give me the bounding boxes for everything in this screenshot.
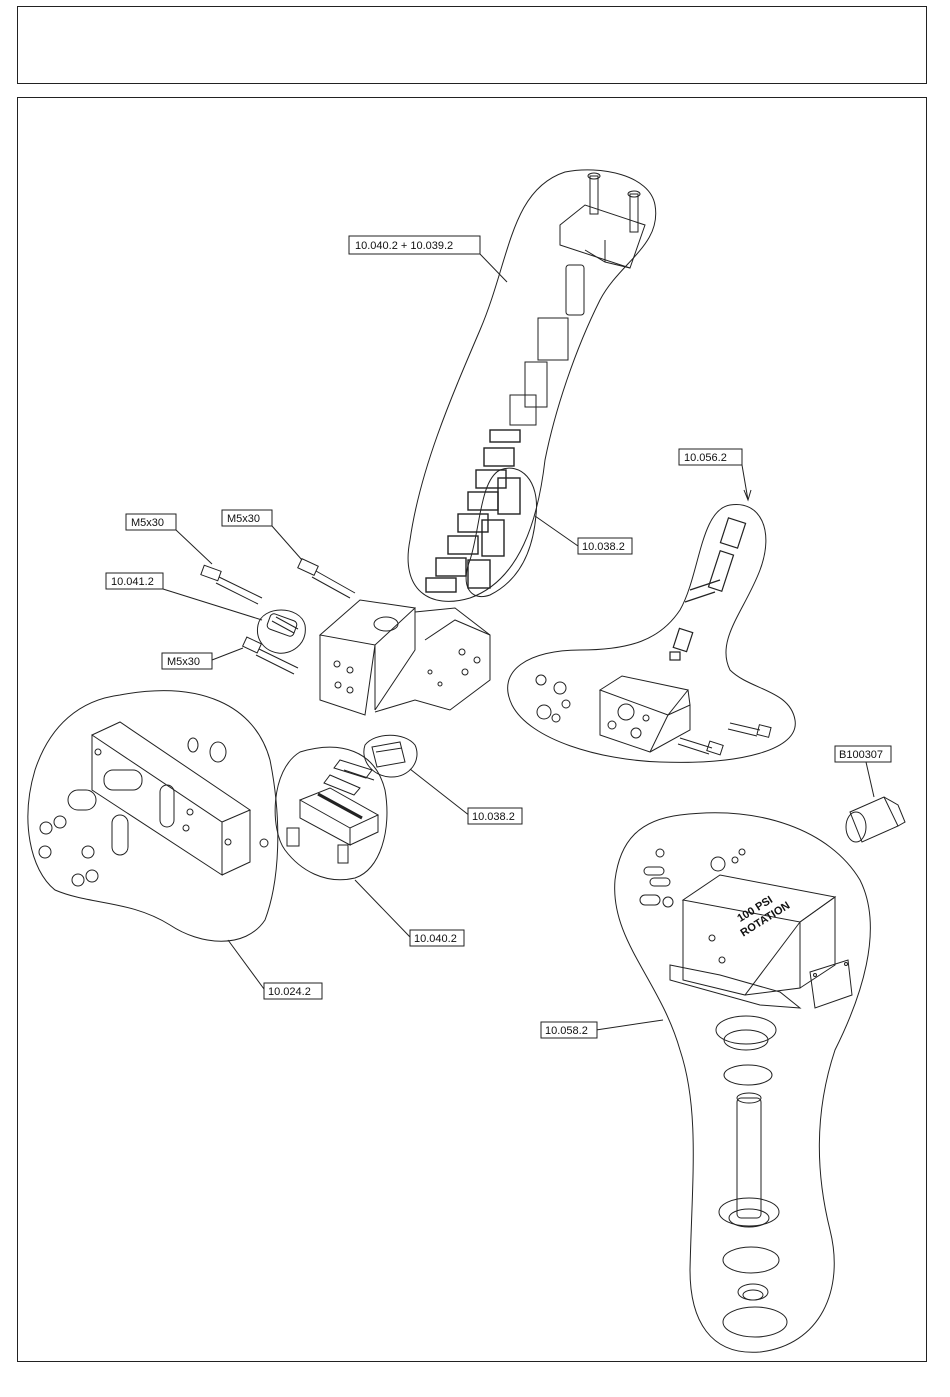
right-seal-rings: [536, 675, 570, 722]
fitting-b100307: [846, 797, 905, 842]
fitting-10-041: [266, 613, 298, 638]
callout-10-041-2: 10.041.2: [106, 573, 163, 589]
callout-text-c5: M5x30: [227, 513, 260, 525]
callout-10-040-2: 10.040.2: [410, 930, 464, 946]
callout-10-056-2: 10.056.2: [679, 449, 742, 465]
bottom-right-seals: [640, 849, 745, 907]
group-outline-left: [28, 691, 278, 942]
callout-text-c11: 10.024.2: [268, 986, 311, 998]
callout-text-c4: M5x30: [131, 517, 164, 529]
bolt-m5x30-c: [243, 637, 298, 674]
callout-text-c2: 10.056.2: [684, 452, 727, 464]
callout-text-c8: B100307: [839, 749, 883, 761]
left-screws: [39, 816, 98, 886]
right-spool-parts: [670, 518, 746, 660]
callout-m5x30-b: M5x30: [222, 510, 272, 526]
group-outline-right: [508, 504, 796, 762]
callout-text-c9: 10.038.2: [472, 811, 515, 823]
group-outline-top: [408, 170, 656, 602]
top-seal-stack: [426, 430, 520, 592]
callout-text-c10: 10.040.2: [414, 933, 457, 945]
callout-10-038-2-middle: 10.038.2: [468, 808, 522, 824]
callout-text-c1: 10.040.2 + 10.039.2: [355, 240, 453, 252]
left-seals: [68, 738, 268, 855]
callout-10-038-2-top: 10.038.2: [578, 538, 632, 554]
bottom-right-body: [670, 875, 835, 1008]
right-bolts: [678, 723, 771, 755]
callout-text-c7: M5x30: [167, 656, 200, 668]
callout-text-c12: 10.058.2: [545, 1025, 588, 1037]
bolt-m5x30-a: [201, 565, 262, 604]
top-cap-screws: [588, 173, 640, 232]
callout-10-058-2: 10.058.2: [541, 1022, 597, 1038]
callout-m5x30-a: M5x30: [126, 514, 176, 530]
valve-10-038: [372, 742, 405, 767]
callout-m5x30-c: M5x30: [162, 653, 212, 669]
left-plate: [92, 722, 250, 875]
top-spool: [510, 265, 584, 425]
group-outline-bottom-right: [615, 813, 871, 1352]
right-manifold-block: [600, 676, 690, 752]
bottom-right-piston-stack: [716, 1016, 787, 1337]
callout-text-c6: 10.041.2: [111, 576, 154, 588]
central-manifold-block: [320, 600, 490, 715]
callout-10-040-2-plus-10-039-2: 10.040.2 + 10.039.2: [349, 236, 480, 254]
callout-text-c3: 10.038.2: [582, 541, 625, 553]
callout-b100307: B100307: [835, 746, 891, 762]
bolt-m5x30-b: [298, 559, 355, 598]
middle-block: [300, 788, 378, 845]
pressure-stamp: 100 PSI ROTATION: [731, 888, 792, 940]
callout-10-024-2: 10.024.2: [264, 983, 322, 999]
